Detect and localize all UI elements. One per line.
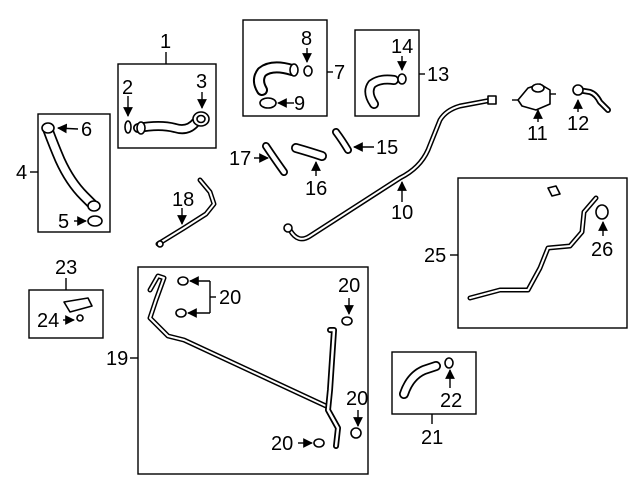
callout-18: 18 [172, 189, 194, 211]
valve-11-part [512, 83, 556, 111]
callout-25: 25 [424, 245, 446, 267]
callout-21: 21 [421, 427, 443, 449]
callout-14: 14 [391, 36, 413, 58]
callout-20-b: 20 [338, 275, 360, 297]
pipes-19-part [147, 273, 341, 449]
callout-5: 5 [58, 211, 69, 233]
callout-4: 4 [16, 162, 27, 184]
pipe-10-part [283, 95, 497, 242]
callout-20-a: 20 [219, 287, 241, 309]
callout-20-c: 20 [346, 388, 368, 410]
clamp-20-part [177, 276, 189, 286]
group-box-19 [137, 266, 369, 475]
hose-4-part [41, 122, 103, 227]
callout-9: 9 [294, 93, 305, 115]
callout-13: 13 [427, 64, 449, 86]
callout-24: 24 [37, 310, 59, 332]
pipes-25-part [467, 185, 609, 301]
callout-2: 2 [122, 77, 133, 99]
callout-16: 16 [305, 178, 327, 200]
callout-15: 15 [376, 137, 398, 159]
callout-20-d: 20 [271, 433, 293, 455]
hose-15-part [332, 128, 352, 154]
clamp-20-part [350, 427, 362, 439]
callout-7: 7 [334, 62, 345, 84]
group-box-4 [37, 113, 111, 233]
clamp-20-part [341, 316, 353, 326]
callout-8: 8 [301, 28, 312, 50]
callout-22: 22 [440, 390, 462, 412]
callout-11: 11 [527, 123, 548, 145]
hose-7-part [253, 61, 313, 109]
tube-12-part [572, 84, 611, 113]
clamp-20-part [313, 438, 325, 448]
group-box-13 [354, 29, 420, 117]
group-box-25 [457, 177, 628, 329]
connector-23-part [63, 297, 93, 322]
callout-1: 1 [160, 31, 171, 53]
group-box-1 [117, 63, 217, 149]
clamp-20-part [175, 308, 187, 318]
callout-10: 10 [391, 202, 413, 224]
callout-17: 17 [229, 148, 251, 170]
group-box-21 [391, 351, 477, 415]
hose-13-part [364, 73, 407, 109]
hose-21-part [399, 357, 454, 399]
bracket-18-part [155, 177, 217, 248]
callout-19: 19 [106, 348, 128, 370]
callout-3: 3 [196, 71, 207, 93]
callout-6: 6 [81, 119, 92, 141]
group-box-7 [242, 19, 328, 117]
hose-16-part [291, 143, 327, 161]
hose-17-part [262, 142, 288, 176]
callout-12: 12 [567, 113, 589, 135]
hose-1-part [124, 111, 210, 135]
callout-26: 26 [591, 239, 613, 261]
callout-23: 23 [55, 257, 77, 279]
